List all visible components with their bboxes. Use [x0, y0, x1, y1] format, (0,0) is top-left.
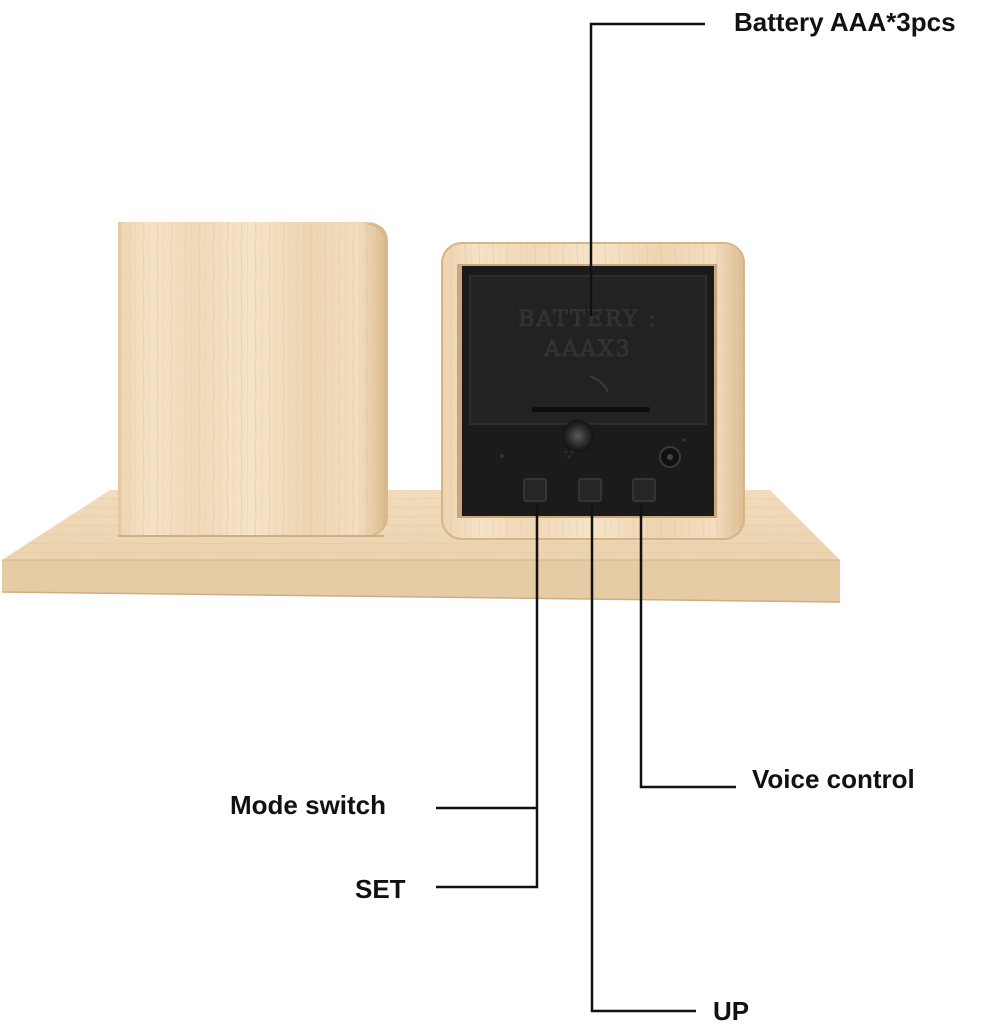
compartment-engraving-line1: BATTERY :	[518, 307, 657, 332]
up-callout-label: UP	[713, 996, 750, 1026]
mode-switch-set-leader-line	[436, 505, 539, 889]
set-button[interactable]	[523, 478, 547, 502]
pen-holder	[118, 222, 388, 537]
back-panel: BATTERY : AAAX3	[462, 266, 714, 516]
voice-control-leader-line	[639, 505, 736, 789]
compartment-slot	[532, 407, 650, 412]
mode-switch-callout-label: Mode switch	[230, 790, 387, 820]
battery-compartment: BATTERY : AAAX3	[469, 275, 707, 425]
dc-power-jack	[659, 438, 686, 468]
voice-control-button[interactable]	[632, 478, 656, 502]
light-sensor-icon	[562, 420, 594, 452]
set-callout-label: SET	[355, 874, 406, 904]
compartment-arrow-icon	[589, 375, 609, 393]
battery-leader-line	[589, 22, 705, 316]
up-leader-line	[590, 505, 696, 1013]
voice-control-callout-label: Voice control	[752, 764, 915, 794]
indicator-hole	[500, 454, 504, 458]
up-button[interactable]	[578, 478, 602, 502]
speaker-grille-icon	[564, 450, 574, 459]
compartment-engraving-line2: AAAX3	[543, 337, 631, 362]
leader-lines	[436, 22, 736, 1013]
battery-callout-label: Battery AAA*3pcs	[734, 7, 956, 37]
